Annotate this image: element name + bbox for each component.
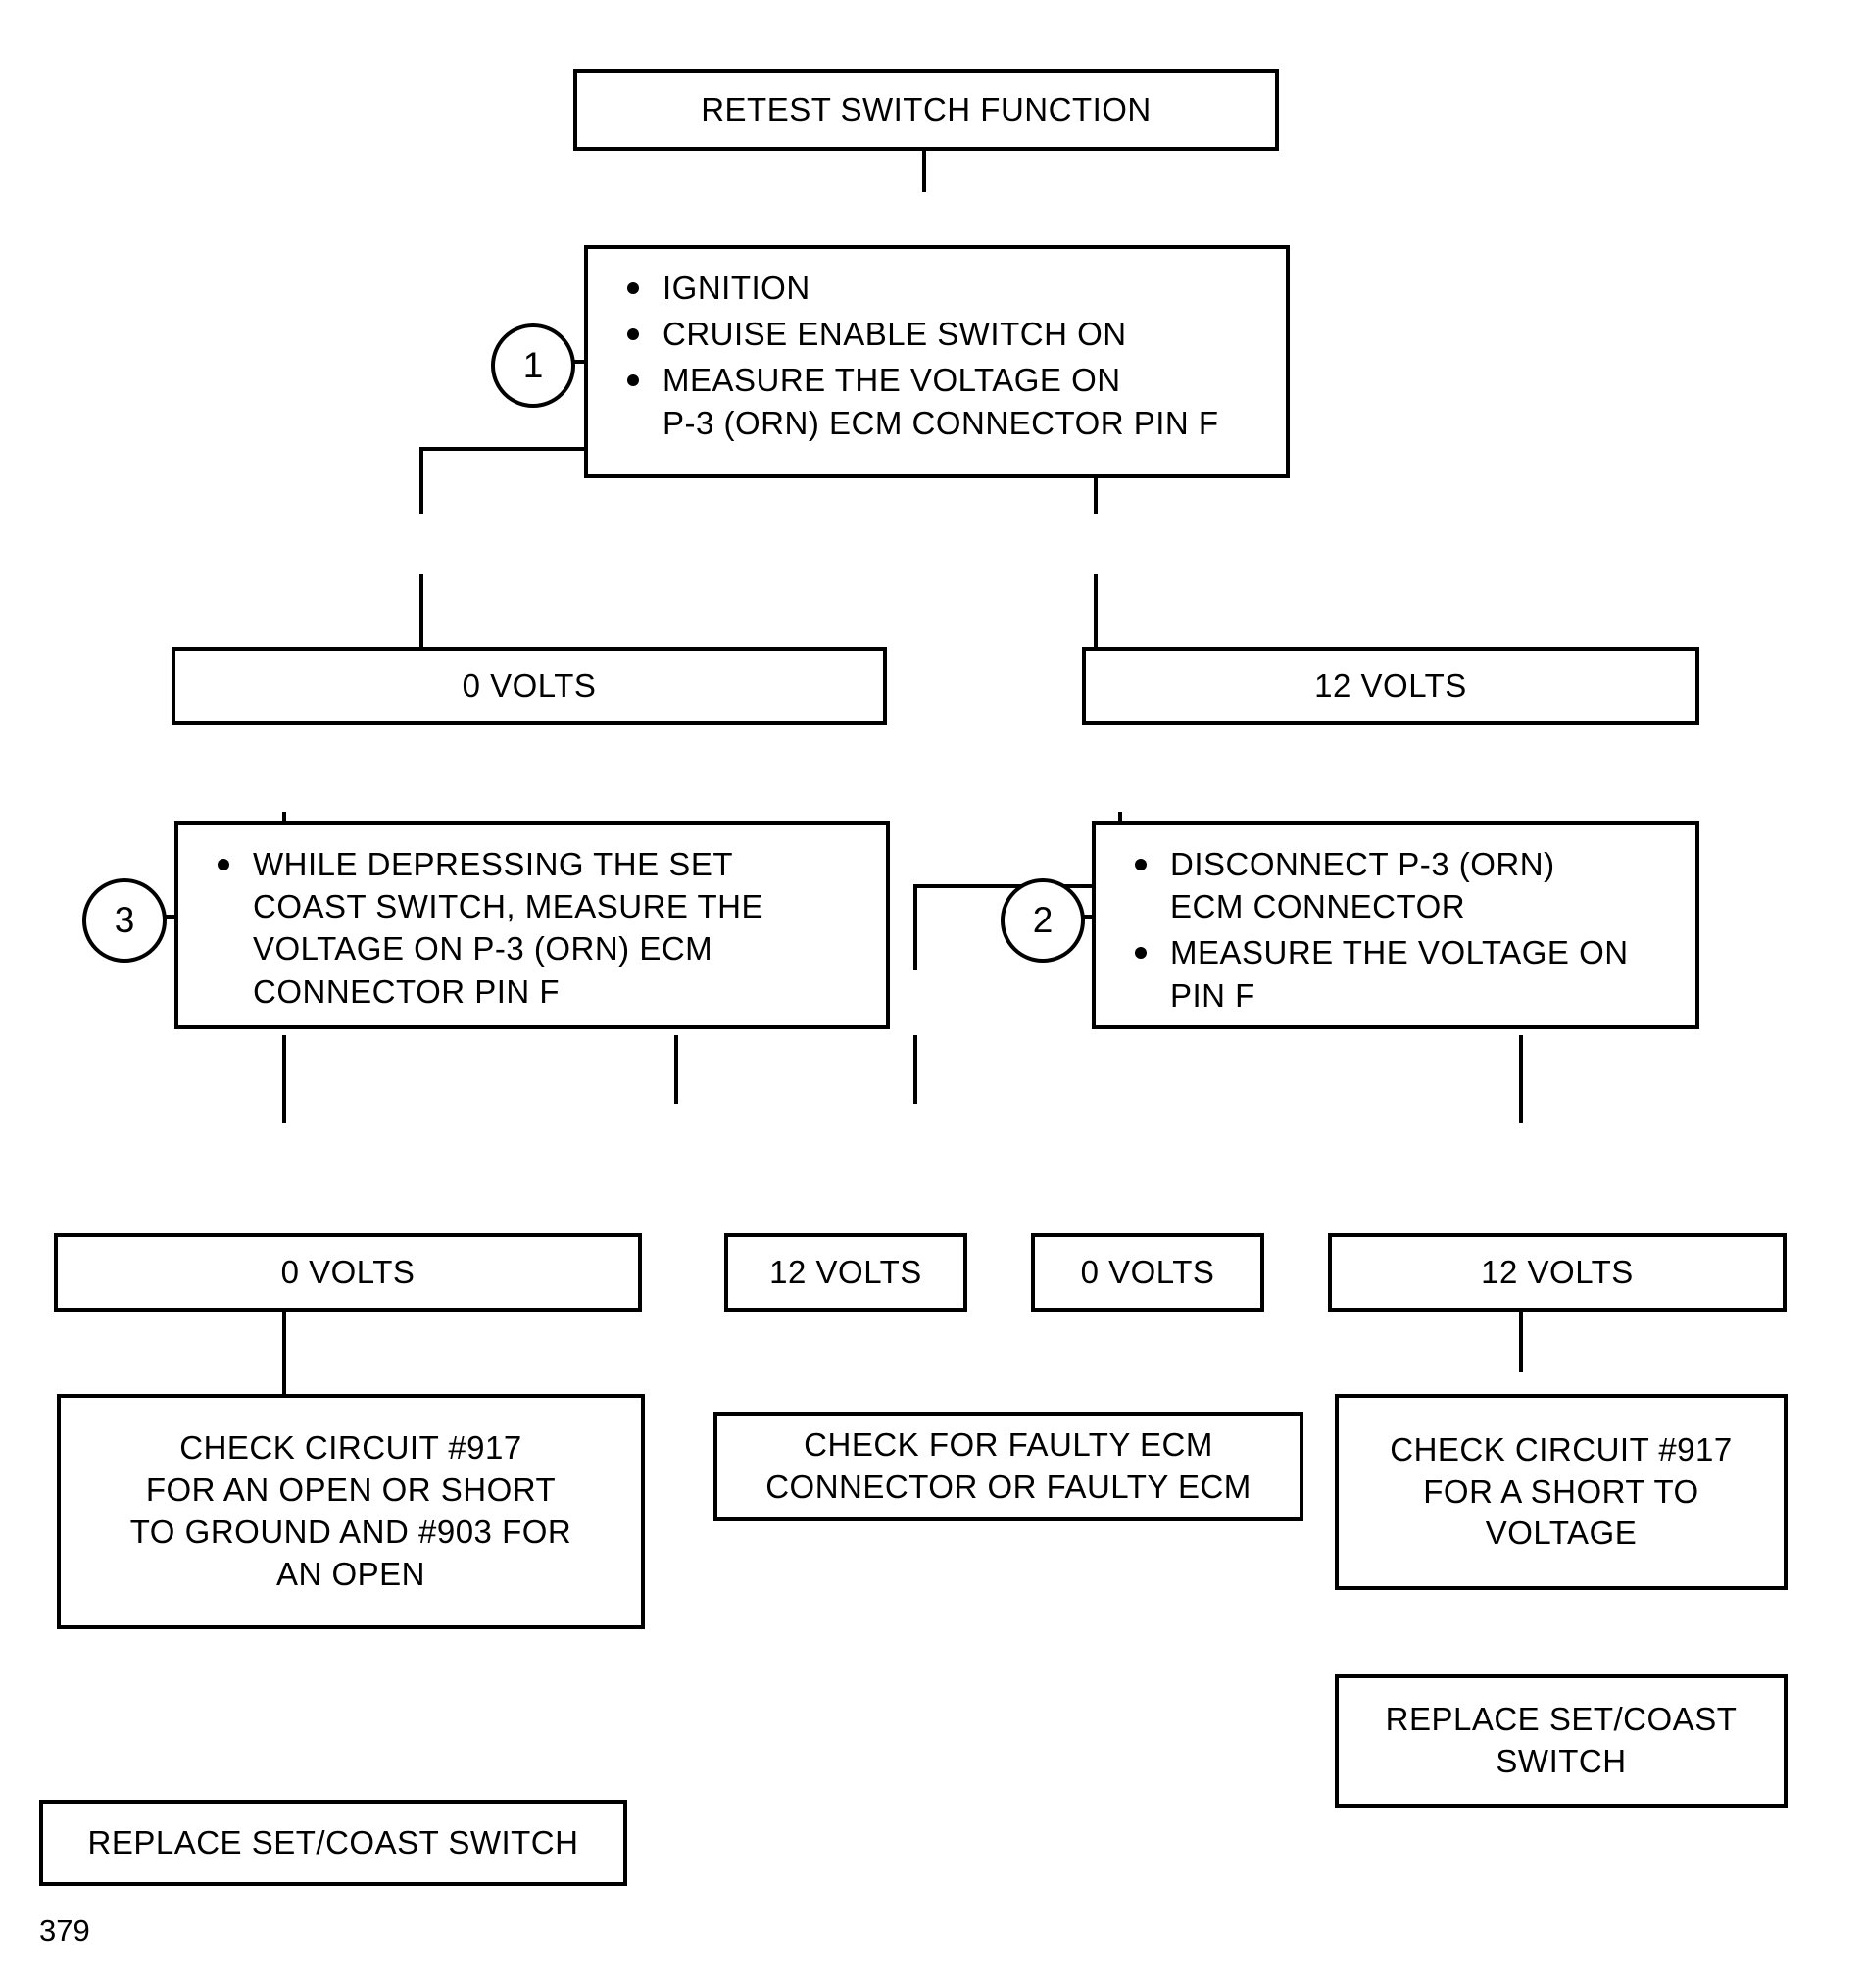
- node-result-d-12v-label: 12 VOLTS: [1481, 1253, 1634, 1290]
- step-marker-1: 1: [491, 323, 575, 408]
- node-step1[interactable]: IGNITION CRUISE ENABLE SWITCH ON MEASURE…: [584, 245, 1290, 478]
- step1-bullet-0: IGNITION: [606, 267, 1272, 309]
- node-branch-left-0v[interactable]: 0 VOLTS: [172, 647, 887, 725]
- node-branch-right-12v[interactable]: 12 VOLTS: [1082, 647, 1699, 725]
- node-result-b-12v[interactable]: 12 VOLTS: [724, 1233, 967, 1312]
- node-result-c-0v[interactable]: 0 VOLTS: [1031, 1233, 1264, 1312]
- connector-title-to-step1: [922, 118, 926, 192]
- node-title-label: RETEST SWITCH FUNCTION: [701, 90, 1152, 127]
- connector-check917open-to-replace: [282, 1280, 286, 1398]
- node-result-a-0v-label: 0 VOLTS: [280, 1253, 416, 1290]
- stub-step1: [564, 360, 588, 364]
- connector-split-left-down: [419, 447, 423, 514]
- connector-12v-to-step2: [1094, 574, 1098, 655]
- node-replace-switch-right[interactable]: REPLACE SET/COAST SWITCH: [1335, 1674, 1788, 1808]
- connector-result-b-down: [674, 1035, 678, 1104]
- node-branch-right-12v-label: 12 VOLTS: [1314, 667, 1467, 704]
- node-action-check-917-short[interactable]: CHECK CIRCUIT #917 FOR A SHORT TO VOLTAG…: [1335, 1394, 1788, 1590]
- step2-bullet-1: MEASURE THE VOLTAGE ON PIN F: [1113, 931, 1682, 1016]
- node-action-check-faulty-ecm-label: CHECK FOR FAULTY ECM CONNECTOR OR FAULTY…: [765, 1426, 1252, 1505]
- node-step3[interactable]: WHILE DEPRESSING THE SET COAST SWITCH, M…: [174, 821, 890, 1029]
- step1-bullet-2: MEASURE THE VOLTAGE ON P-3 (ORN) ECM CON…: [606, 359, 1272, 443]
- node-step2[interactable]: DISCONNECT P-3 (ORN) ECM CONNECTOR MEASU…: [1092, 821, 1699, 1029]
- node-result-c-0v-label: 0 VOLTS: [1080, 1253, 1215, 1290]
- step2-bullet-0: DISCONNECT P-3 (ORN) ECM CONNECTOR: [1113, 843, 1682, 927]
- connector-check917short-to-replace: [1519, 1280, 1523, 1372]
- node-branch-left-0v-label: 0 VOLTS: [462, 667, 597, 704]
- node-replace-switch-left-label: REPLACE SET/COAST SWITCH: [87, 1823, 579, 1861]
- node-action-check-917-open-label: CHECK CIRCUIT #917 FOR AN OPEN OR SHORT …: [129, 1429, 572, 1592]
- step-marker-2-label: 2: [1032, 900, 1054, 940]
- node-result-b-12v-label: 12 VOLTS: [769, 1253, 922, 1290]
- step-marker-3-label: 3: [114, 900, 135, 940]
- connector-result-a-down: [282, 1035, 286, 1123]
- step3-bullet-0: WHILE DEPRESSING THE SET COAST SWITCH, M…: [196, 843, 872, 1013]
- node-result-d-12v[interactable]: 12 VOLTS: [1328, 1233, 1787, 1312]
- node-action-check-faulty-ecm[interactable]: CHECK FOR FAULTY ECM CONNECTOR OR FAULTY…: [713, 1412, 1303, 1521]
- node-result-a-0v[interactable]: 0 VOLTS: [54, 1233, 642, 1312]
- node-action-check-917-short-label: CHECK CIRCUIT #917 FOR A SHORT TO VOLTAG…: [1390, 1430, 1733, 1552]
- node-title[interactable]: RETEST SWITCH FUNCTION: [573, 69, 1279, 151]
- page-number: 379: [39, 1913, 90, 1948]
- connector-result-d-down: [1519, 1035, 1523, 1123]
- connector-step2-left-down: [913, 884, 917, 970]
- step3-bullet-list: WHILE DEPRESSING THE SET COAST SWITCH, M…: [196, 843, 872, 1013]
- step1-bullet-1: CRUISE ENABLE SWITCH ON: [606, 313, 1272, 355]
- stub-step2: [1074, 915, 1096, 919]
- node-replace-switch-left[interactable]: REPLACE SET/COAST SWITCH: [39, 1800, 627, 1886]
- stub-step3: [156, 915, 177, 919]
- step-marker-1-label: 1: [522, 345, 544, 385]
- step-marker-3: 3: [82, 878, 167, 963]
- step-marker-2: 2: [1001, 878, 1085, 963]
- connector-split-right-down: [1094, 447, 1098, 514]
- step1-bullet-list: IGNITION CRUISE ENABLE SWITCH ON MEASURE…: [606, 267, 1272, 444]
- step2-bullet-list: DISCONNECT P-3 (ORN) ECM CONNECTOR MEASU…: [1113, 843, 1682, 1017]
- node-action-check-917-open[interactable]: CHECK CIRCUIT #917 FOR AN OPEN OR SHORT …: [57, 1394, 645, 1629]
- connector-0v-to-step3: [419, 574, 423, 655]
- connector-result-c-down: [913, 1035, 917, 1104]
- node-replace-switch-right-label: REPLACE SET/COAST SWITCH: [1385, 1701, 1738, 1779]
